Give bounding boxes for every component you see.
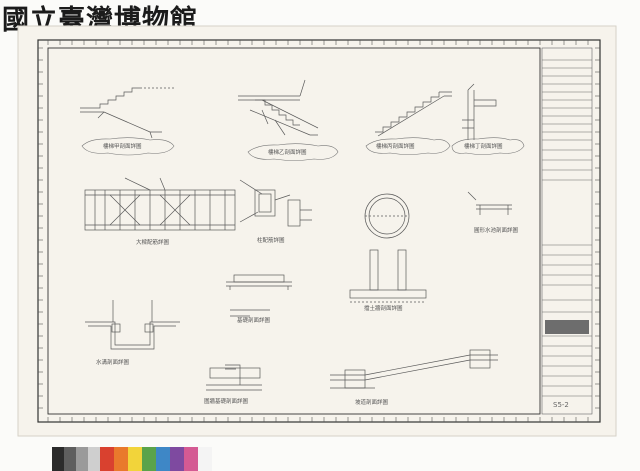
- calibration-swatch: [88, 447, 100, 471]
- drain-channel-drawing: [85, 300, 180, 350]
- caption-clouds: [81, 137, 525, 161]
- ramp-section-drawing: [330, 349, 498, 389]
- caption-stair-b: 樓梯乙剖面詳圖: [268, 148, 307, 156]
- color-calibration-strip: [52, 447, 212, 471]
- wall-footing-drawing: [206, 364, 262, 391]
- calibration-swatch: [142, 447, 156, 471]
- sheet-number: S5-2: [553, 401, 569, 409]
- calibration-swatch: [198, 447, 212, 471]
- stair-c-section-drawing: [375, 91, 452, 137]
- calibration-swatch: [76, 447, 88, 471]
- caption-stair-c: 樓梯丙剖面詳圖: [376, 142, 415, 150]
- retaining-wall-drawing: [349, 249, 427, 303]
- calibration-swatch: [170, 447, 184, 471]
- stair-d-section-drawing: [462, 83, 497, 140]
- calibration-swatch: [128, 447, 142, 471]
- calibration-swatch: [52, 447, 64, 471]
- caption-footing: 基礎剖面詳圖: [237, 316, 271, 324]
- footing-section-drawing: [226, 274, 292, 317]
- calibration-swatch: [156, 447, 170, 471]
- calibration-swatch: [114, 447, 128, 471]
- stair-b-section-drawing: [238, 79, 319, 136]
- column-section-drawing: [239, 179, 312, 227]
- border-ticks: [38, 40, 600, 422]
- caption-beam: 大樑配筋詳圖: [136, 238, 170, 246]
- caption-ramp: 坡道剖面詳圖: [355, 398, 389, 406]
- calibration-swatch: [184, 447, 198, 471]
- caption-stair-d: 樓梯丁剖面詳圖: [464, 142, 503, 150]
- retaining-detail-drawing: [467, 191, 512, 215]
- calibration-swatch: [100, 447, 114, 471]
- sheet-border: [37, 39, 601, 423]
- caption-circular-pool: 圓形水池剖面詳圖: [474, 226, 519, 234]
- caption-stair-a: 樓梯甲剖面詳圖: [103, 142, 142, 150]
- stair-a-section-drawing: [80, 87, 175, 139]
- caption-drain: 水溝剖面詳圖: [96, 358, 130, 366]
- caption-column: 柱配筋詳圖: [257, 236, 285, 244]
- paper-sheet: [17, 25, 617, 437]
- calibration-swatch: [64, 447, 76, 471]
- title-block: [541, 47, 593, 415]
- circular-pool-drawing: [364, 193, 410, 239]
- drawing-captions: 樓梯甲剖面詳圖 樓梯乙剖面詳圖 樓梯丙剖面詳圖 樓梯丁剖面詳圖 大樑配筋詳圖 柱…: [96, 142, 519, 406]
- drawing-frame: [47, 47, 541, 415]
- beam-reinforcement-drawing: [84, 177, 236, 231]
- caption-retaining-wall: 擋土牆剖面詳圖: [364, 304, 403, 312]
- caption-wall-footing: 圍牆基礎剖面詳圖: [204, 397, 249, 405]
